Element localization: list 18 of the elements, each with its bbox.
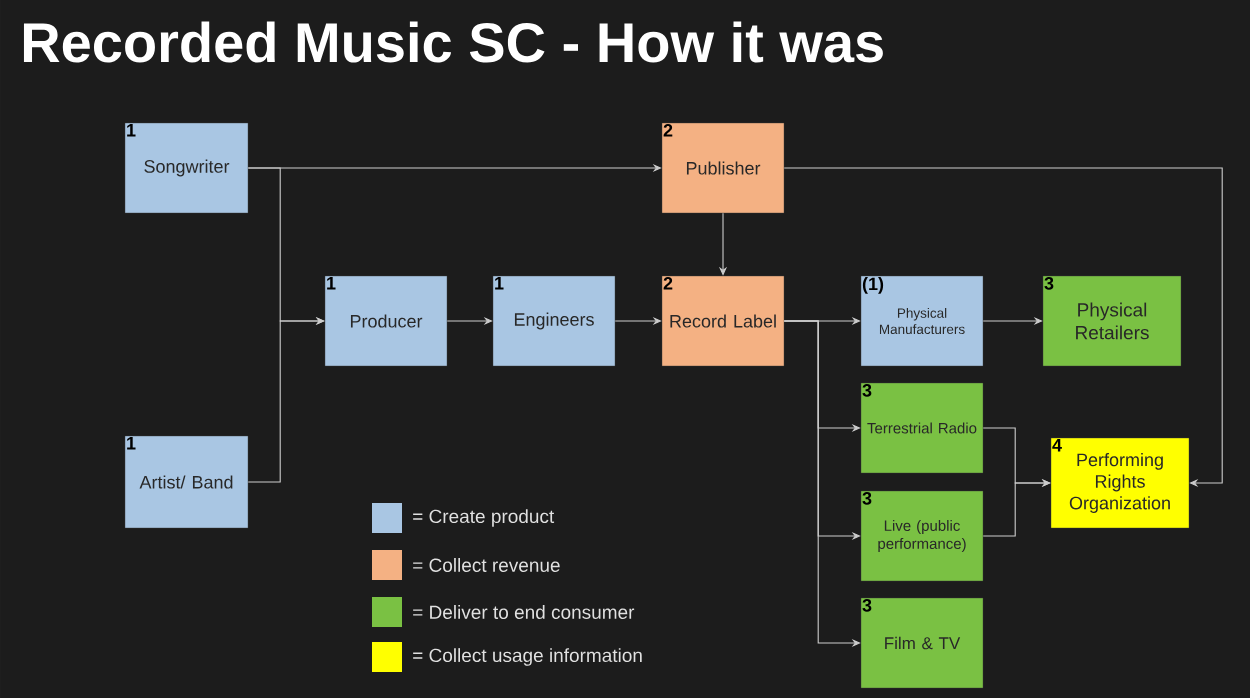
process-box: Live (public performance) 3 (860, 490, 984, 582)
legend-item: = Collect usage information (372, 642, 642, 672)
process-box: Engineers 1 (492, 275, 616, 367)
process-box: Terrestrial Radio 3 (860, 382, 984, 474)
process-box: Physical Retailers 3 (1042, 275, 1182, 367)
legend-item: = Create product (372, 503, 555, 533)
legend-item: = Deliver to end consumer (372, 597, 635, 627)
process-box: Film & TV 3 (860, 597, 984, 689)
arrow (783, 167, 1223, 488)
process-box: Record Label 2 (661, 275, 785, 367)
process-box: Performing Rights Organization 4 (1050, 437, 1190, 529)
process-box: Producer 1 (324, 275, 448, 367)
title: Recorded Music SC - How it was (23, 21, 883, 63)
process-box: Songwriter 1 (124, 122, 249, 214)
process-box: Physical Manufacturers (1) (860, 275, 984, 367)
process-box: Artist/ Band 1 (124, 435, 249, 529)
process-box: Publisher 2 (661, 122, 785, 214)
legend-item: = Collect revenue (372, 550, 560, 580)
